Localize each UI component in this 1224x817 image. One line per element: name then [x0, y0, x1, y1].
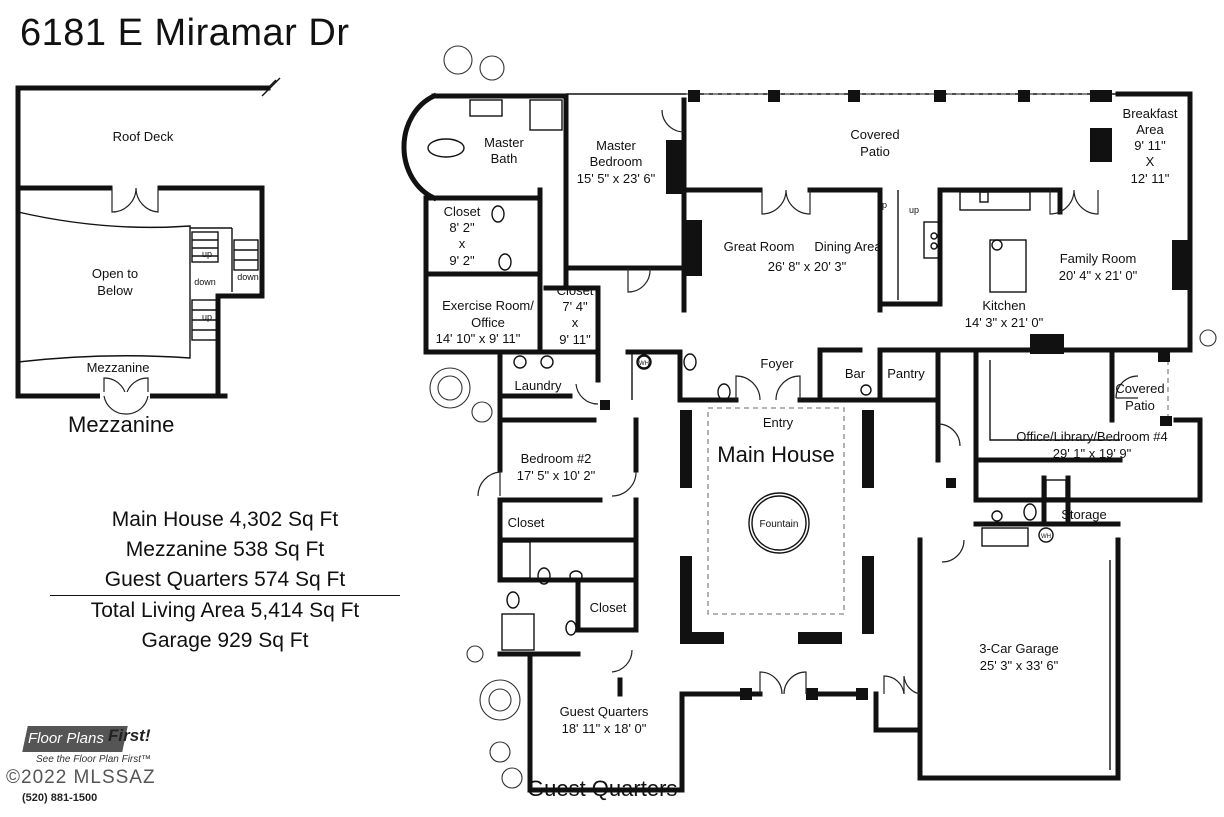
mezz-up-label-1: up	[202, 249, 212, 259]
closet-1-dim-3: 9' 2"	[449, 253, 475, 268]
mezzanine-plan: Roof Deck Open to Below Mezzanine up up …	[15, 77, 281, 415]
master-bath-label-1: Master	[484, 135, 524, 150]
closet-2-dim-1: 7' 4"	[562, 299, 588, 314]
summary-line-guest-quarters: Guest Quarters 574 Sq Ft	[104, 568, 346, 591]
master-bedroom-label-2: Bedroom	[590, 154, 643, 169]
closet-4-label: Closet	[590, 600, 627, 615]
room-labels: Master Bath Master Bedroom 15' 5" x 23' …	[436, 106, 1178, 736]
breakfast-label-1: Breakfast	[1123, 106, 1178, 121]
copyright-watermark: ©2022 MLSSAZ	[6, 767, 156, 788]
office-library-label: Office/Library/Bedroom #4	[1016, 429, 1168, 444]
mezz-up-label-2: up	[202, 312, 212, 322]
breakfast-label-2: Area	[1136, 122, 1164, 137]
summary-divider	[50, 595, 400, 596]
mezzanine-heading: Mezzanine	[68, 412, 175, 437]
main-house-plan: Master Bath Master Bedroom 15' 5" x 23' …	[401, 45, 1217, 793]
water-heater-label-1: WH	[639, 361, 649, 367]
main-house-heading: Main House	[717, 442, 834, 467]
foyer-label: Foyer	[760, 356, 794, 371]
covered-patio-label-2: Patio	[860, 144, 890, 159]
closet-2-label: Closet	[557, 283, 594, 298]
closet-1-dim-2: x	[459, 236, 466, 251]
mezz-down-label-2: down	[237, 272, 259, 282]
dining-area-label: Dining Area	[814, 239, 882, 254]
mezzanine-stairs	[191, 231, 259, 341]
master-bedroom-dim: 15' 5" x 23' 6"	[577, 171, 656, 186]
garage-dim: 25' 3" x 33' 6"	[980, 658, 1059, 673]
door-swings	[477, 109, 1139, 695]
closet-1-dim-1: 8' 2"	[449, 220, 475, 235]
roof-deck-label: Roof Deck	[113, 129, 174, 144]
closet-2-dim-3: 9' 11"	[559, 332, 591, 347]
master-bath-label-2: Bath	[491, 151, 518, 166]
summary-line-mezzanine: Mezzanine 538 Sq Ft	[125, 538, 325, 561]
guest-quarters-label: Guest Quarters	[560, 704, 649, 719]
exercise-room-label-2: Office	[471, 315, 505, 330]
mezzanine-room-label: Mezzanine	[87, 360, 150, 375]
exercise-room-dim: 14' 10" x 9' 11"	[436, 331, 521, 346]
garage-label: 3-Car Garage	[979, 641, 1058, 656]
stair-up-label-a: up	[877, 200, 887, 210]
breakfast-dim-3: 12' 11"	[1131, 171, 1170, 186]
logo-phone: (520) 881-1500	[22, 792, 98, 804]
family-room-dim: 20' 4" x 21' 0"	[1059, 268, 1138, 283]
bedroom-2-label: Bedroom #2	[521, 451, 592, 466]
courtyard-columns	[600, 400, 956, 700]
closet-3-label: Closet	[508, 515, 545, 530]
bedroom-2-dim: 17' 5" x 10' 2"	[517, 468, 596, 483]
bar-label: Bar	[845, 366, 866, 381]
pantry-label: Pantry	[887, 366, 925, 381]
summary-line-total: Total Living Area 5,414 Sq Ft	[90, 599, 360, 622]
covered-patio-label-1: Covered	[850, 127, 899, 142]
guest-quarters-dim: 18' 11" x 18' 0"	[562, 721, 647, 736]
mezz-down-label-1: down	[194, 277, 216, 287]
fixtures	[427, 99, 1054, 636]
breakfast-dim-2: X	[1146, 154, 1155, 169]
guest-quarters-heading: Guest Quarters	[527, 776, 678, 801]
storage-label: Storage	[1061, 507, 1107, 522]
open-to-below-label-2: Below	[97, 283, 133, 298]
open-to-below-label-1: Open to	[92, 266, 138, 281]
entry-label: Entry	[763, 415, 794, 430]
exercise-room-label-1: Exercise Room/	[442, 298, 534, 313]
master-bedroom-label-1: Master	[596, 138, 636, 153]
great-room-label: Great Room	[724, 239, 795, 254]
logo-tagline: See the Floor Plan First™	[36, 754, 152, 765]
kitchen-dim: 14' 3" x 21' 0"	[965, 315, 1044, 330]
water-heater-label-2: WH	[1041, 534, 1051, 540]
logo-brand-text: Floor Plans	[28, 730, 104, 747]
great-room-dim: 26' 8" x 20' 3"	[768, 259, 847, 274]
floor-plans-first-logo: Floor Plans First! See the Floor Plan Fi…	[6, 722, 182, 812]
property-address-title: 6181 E Miramar Dr	[20, 12, 350, 54]
covered-patio-2-label-1: Covered	[1115, 381, 1164, 396]
office-library-dim: 29' 1" x 19' 9"	[1053, 446, 1132, 461]
logo-brand-accent: First!	[108, 726, 151, 745]
breakfast-dim-1: 9' 11"	[1134, 138, 1166, 153]
area-summary: Main House 4,302 Sq Ft Mezzanine 538 Sq …	[50, 505, 400, 656]
laundry-label: Laundry	[515, 378, 562, 393]
summary-line-main-house: Main House 4,302 Sq Ft	[111, 508, 339, 531]
landscape-trees	[429, 45, 1217, 789]
closet-2-dim-2: x	[572, 315, 579, 330]
stair-up-label-b: up	[909, 205, 919, 215]
summary-line-garage: Garage 929 Sq Ft	[141, 629, 309, 652]
family-room-label: Family Room	[1060, 251, 1137, 266]
fountain-label: Fountain	[760, 519, 799, 530]
kitchen-label: Kitchen	[982, 298, 1025, 313]
closet-1-label: Closet	[444, 204, 481, 219]
covered-patio-2-label-2: Patio	[1125, 398, 1155, 413]
